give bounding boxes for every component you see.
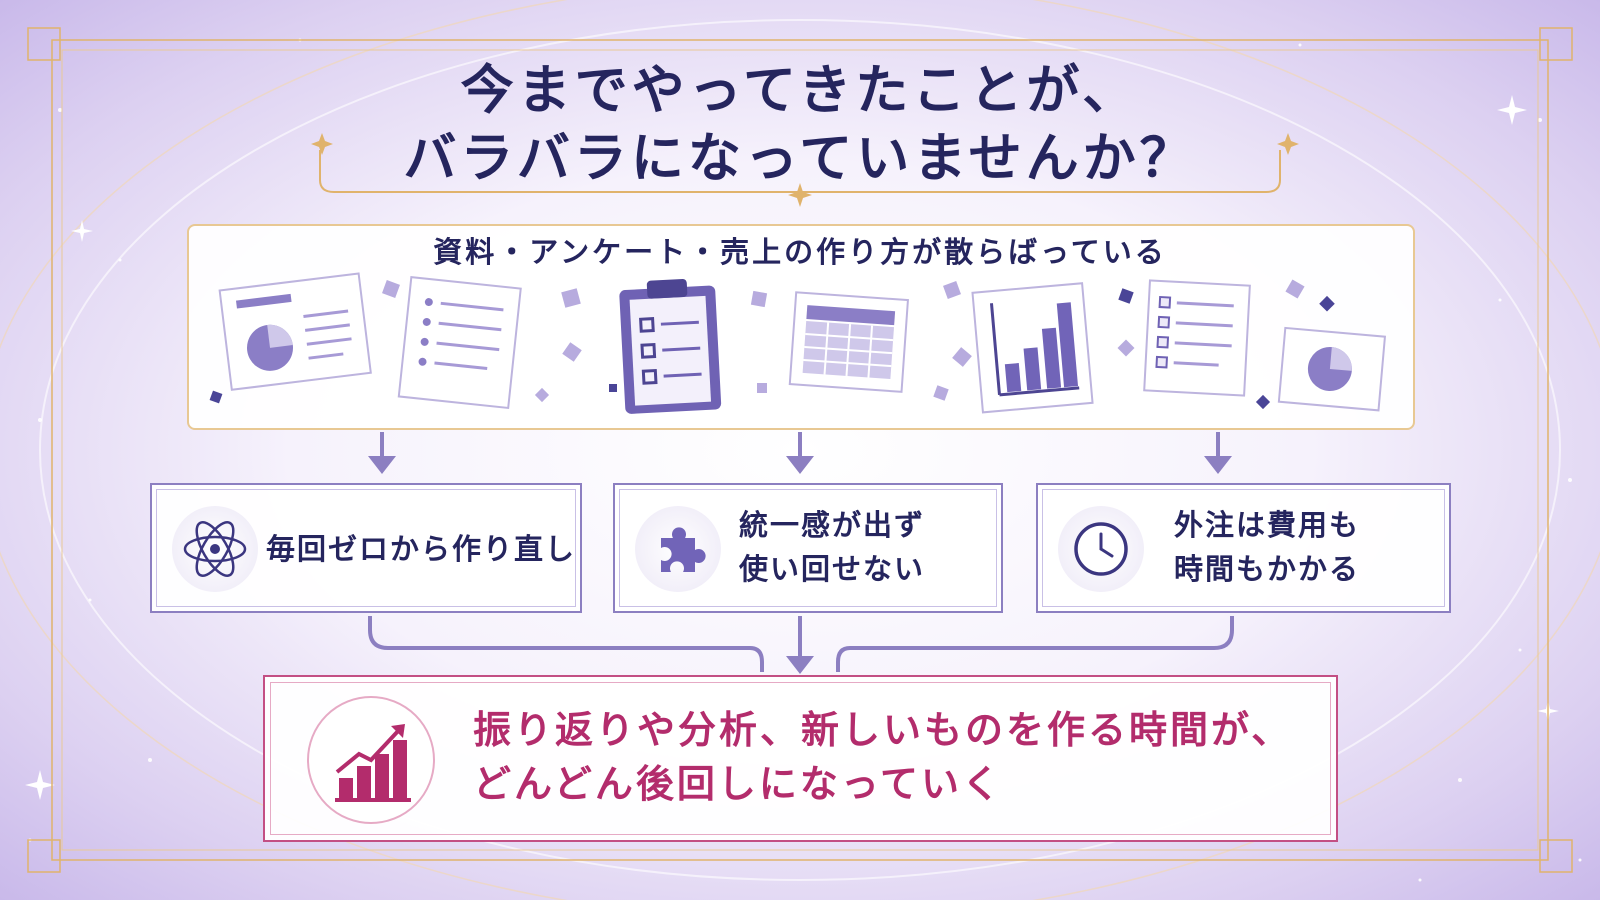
problem-text-2b: 使い回せない xyxy=(739,552,926,586)
headline-line-2: バラバラになっていませんか？ xyxy=(403,127,1197,189)
problem-text-3a: 外注は費用も xyxy=(1174,508,1361,542)
result-text-1: 振り返りや分析、新しいものを作る時間が、 xyxy=(473,707,1293,752)
growth-chart-icon xyxy=(307,696,435,824)
problem-box-outsourcing: 外注は費用も 時間もかかる xyxy=(1036,483,1451,613)
atom-icon xyxy=(172,506,258,592)
problem-text-1: 毎回ゼロから作り直し xyxy=(266,532,577,566)
headline-line-1: 今までやってきたことが、 xyxy=(460,59,1140,121)
result-box: 振り返りや分析、新しいものを作る時間が、 どんどん後回しになっていく xyxy=(263,675,1338,842)
result-text-2: どんどん後回しになっていく xyxy=(473,761,1003,806)
problem-text-2a: 統一感が出ず xyxy=(739,508,926,542)
problem-box-rebuild: 毎回ゼロから作り直し xyxy=(150,483,582,613)
puzzle-piece-icon xyxy=(635,506,721,592)
problem-text-3b: 時間もかかる xyxy=(1174,552,1361,586)
panel-label: 資料・アンケート・売上の作り方が散らばっている xyxy=(433,235,1167,269)
clock-icon xyxy=(1058,506,1144,592)
problem-box-consistency: 統一感が出ず 使い回せない xyxy=(613,483,1003,613)
